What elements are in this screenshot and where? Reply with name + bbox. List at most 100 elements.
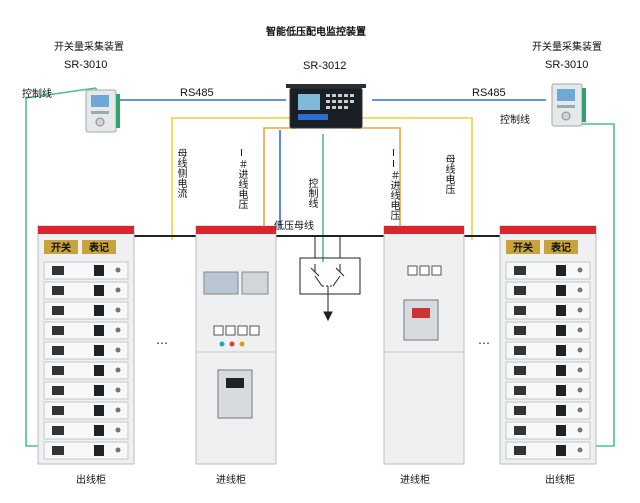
gauge [249, 325, 260, 336]
drawer-handle [556, 365, 566, 376]
busbar-current-line [171, 117, 473, 240]
breaker [217, 369, 253, 419]
drawer-handle [94, 405, 104, 416]
drawer-unit [505, 261, 591, 280]
drawer-meter [52, 306, 64, 315]
drawer-indicator [115, 407, 121, 413]
drawer-meter [514, 386, 526, 395]
ellipsis-left: … [156, 333, 169, 347]
incoming-voltage-1-label: I＃进线电压 [236, 148, 247, 209]
meter-panel [203, 271, 239, 295]
control-line-center-label: 控制线 [306, 178, 317, 208]
drawer-unit [43, 441, 129, 460]
rs485-right-label: RS485 [472, 87, 506, 99]
drawer-indicator [115, 287, 121, 293]
drawer-handle [556, 305, 566, 316]
drawer-indicator [577, 447, 583, 453]
rs485-left-label: RS485 [180, 87, 214, 99]
incoming-cabinet-left [195, 225, 277, 465]
drawer-handle [94, 305, 104, 316]
drawer-unit [505, 281, 591, 300]
collector-screen [557, 89, 575, 101]
drawer-indicator [115, 447, 121, 453]
drawer-handle [94, 425, 104, 436]
drawer-meter [52, 406, 64, 415]
drawer-indicator [577, 347, 583, 353]
drawer-indicator [115, 387, 121, 393]
drawer-indicator [115, 427, 121, 433]
badge-meter [82, 240, 116, 254]
cabinet-header [500, 226, 596, 234]
drawer-indicator [577, 367, 583, 373]
incoming-cabinet-left-label: 进线柜 [216, 475, 246, 486]
gauge [225, 325, 236, 336]
drawer-meter [514, 406, 526, 415]
gauge [237, 325, 248, 336]
cabinet-header [196, 226, 276, 234]
drawer-indicator [577, 307, 583, 313]
outgoing-cabinet-left: 开关 表记 [37, 225, 135, 465]
drawer-handle [556, 285, 566, 296]
drawer-handle [94, 385, 104, 396]
left-device-name: 开关量采集装置 [54, 42, 124, 53]
drawer-unit [43, 321, 129, 340]
drawer-indicator [115, 327, 121, 333]
left-device-model: SR-3010 [64, 59, 108, 71]
drawer-meter [52, 446, 64, 455]
breaker [403, 299, 439, 341]
rs485-lines [120, 99, 546, 228]
voltage-lines [263, 127, 401, 240]
breaker-window [226, 378, 244, 388]
drawer-indicator [577, 287, 583, 293]
drawer-handle [556, 265, 566, 276]
control-line-left [25, 87, 97, 447]
drawer-indicator [577, 427, 583, 433]
drawer-meter [514, 326, 526, 335]
busbar-current-label: 母线侧电流 [175, 148, 186, 198]
badge-switch-label: 开关 [51, 241, 71, 254]
drawer-unit [43, 261, 129, 280]
gauge [431, 265, 442, 276]
drawer-meter [52, 286, 64, 295]
drawer-unit [505, 301, 591, 320]
control-line-right [570, 123, 615, 447]
diagram-title: 智能低压配电监控装置 [266, 27, 366, 38]
drawer-meter [514, 306, 526, 315]
gauge [213, 325, 224, 336]
transfer-switch-symbol [299, 236, 361, 322]
drawer-indicator [115, 367, 121, 373]
cabinet-body [195, 225, 277, 465]
drawer-handle [556, 445, 566, 456]
center-monitoring-device [286, 84, 366, 129]
drawer-unit [505, 361, 591, 380]
low-voltage-bus-label: 低压母线 [274, 221, 314, 232]
drawer-indicator [577, 267, 583, 273]
right-device-name: 开关量采集装置 [532, 42, 602, 53]
drawer-indicator [115, 307, 121, 313]
orange-line-right [352, 127, 401, 240]
outgoing-cabinet-right: 开关表记 [499, 225, 597, 465]
drawer-handle [556, 425, 566, 436]
drawer-meter [52, 386, 64, 395]
badge-meter-label: 表记 [88, 241, 109, 254]
gauge [407, 265, 418, 276]
incoming-cabinet-right [383, 225, 465, 465]
drawer-unit [43, 381, 129, 400]
drawer-handle [94, 365, 104, 376]
drawer-handle [94, 265, 104, 276]
drawer-unit [505, 381, 591, 400]
drawer-meter [52, 366, 64, 375]
drawer-meter [514, 266, 526, 275]
drawer-handle [94, 345, 104, 356]
ellipsis-right: … [478, 333, 491, 347]
control-line-right-label: 控制线 [500, 115, 530, 126]
cabinet-header [38, 226, 134, 234]
badge-switch [44, 240, 78, 254]
drawer-unit [43, 421, 129, 440]
badge-switch-label: 开关 [513, 241, 533, 254]
collector-screen [91, 95, 109, 107]
drawer-meter [514, 446, 526, 455]
drawer-meter [514, 426, 526, 435]
